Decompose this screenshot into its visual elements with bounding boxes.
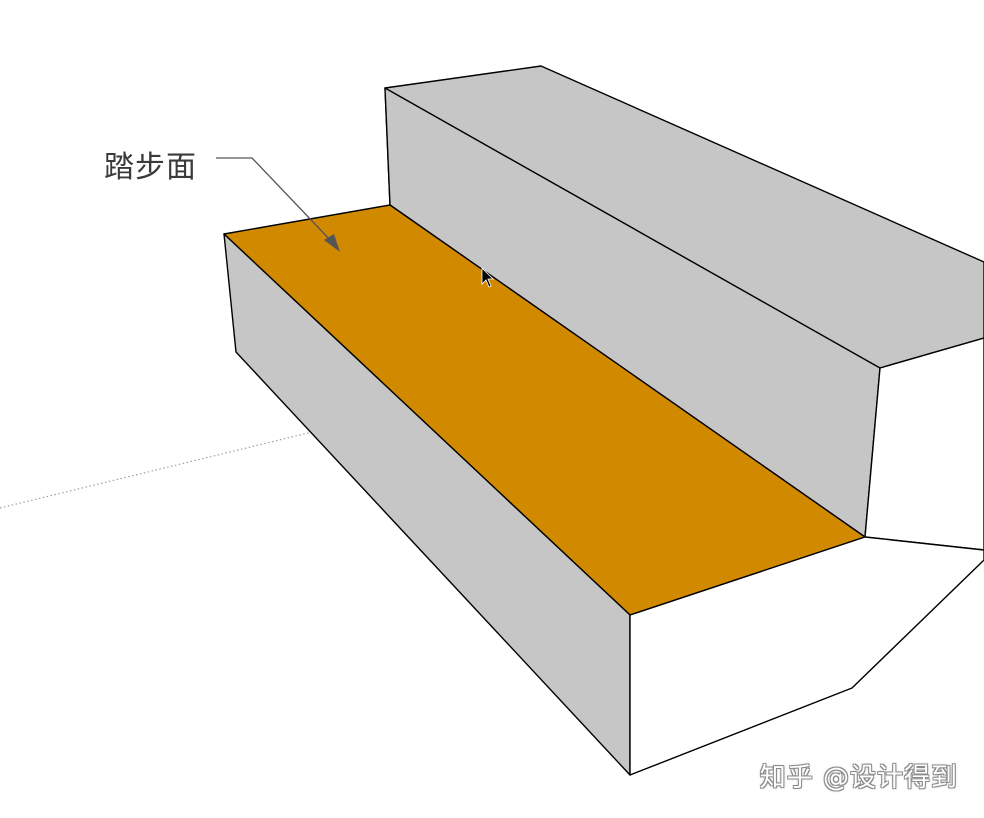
callout-label: 踏步面 [104, 150, 197, 185]
lower-step-front-face[interactable] [629, 536, 984, 776]
callout-leader-line [216, 157, 335, 245]
select-arrow-cursor-icon [481, 267, 494, 288]
upper-step-edge [384, 87, 881, 369]
callout-arrowhead [324, 234, 340, 252]
axis-guide-line [0, 431, 313, 509]
upper-step-end-face[interactable] [864, 337, 984, 551]
watermark-text: 知乎 @设计得到 [759, 763, 958, 793]
